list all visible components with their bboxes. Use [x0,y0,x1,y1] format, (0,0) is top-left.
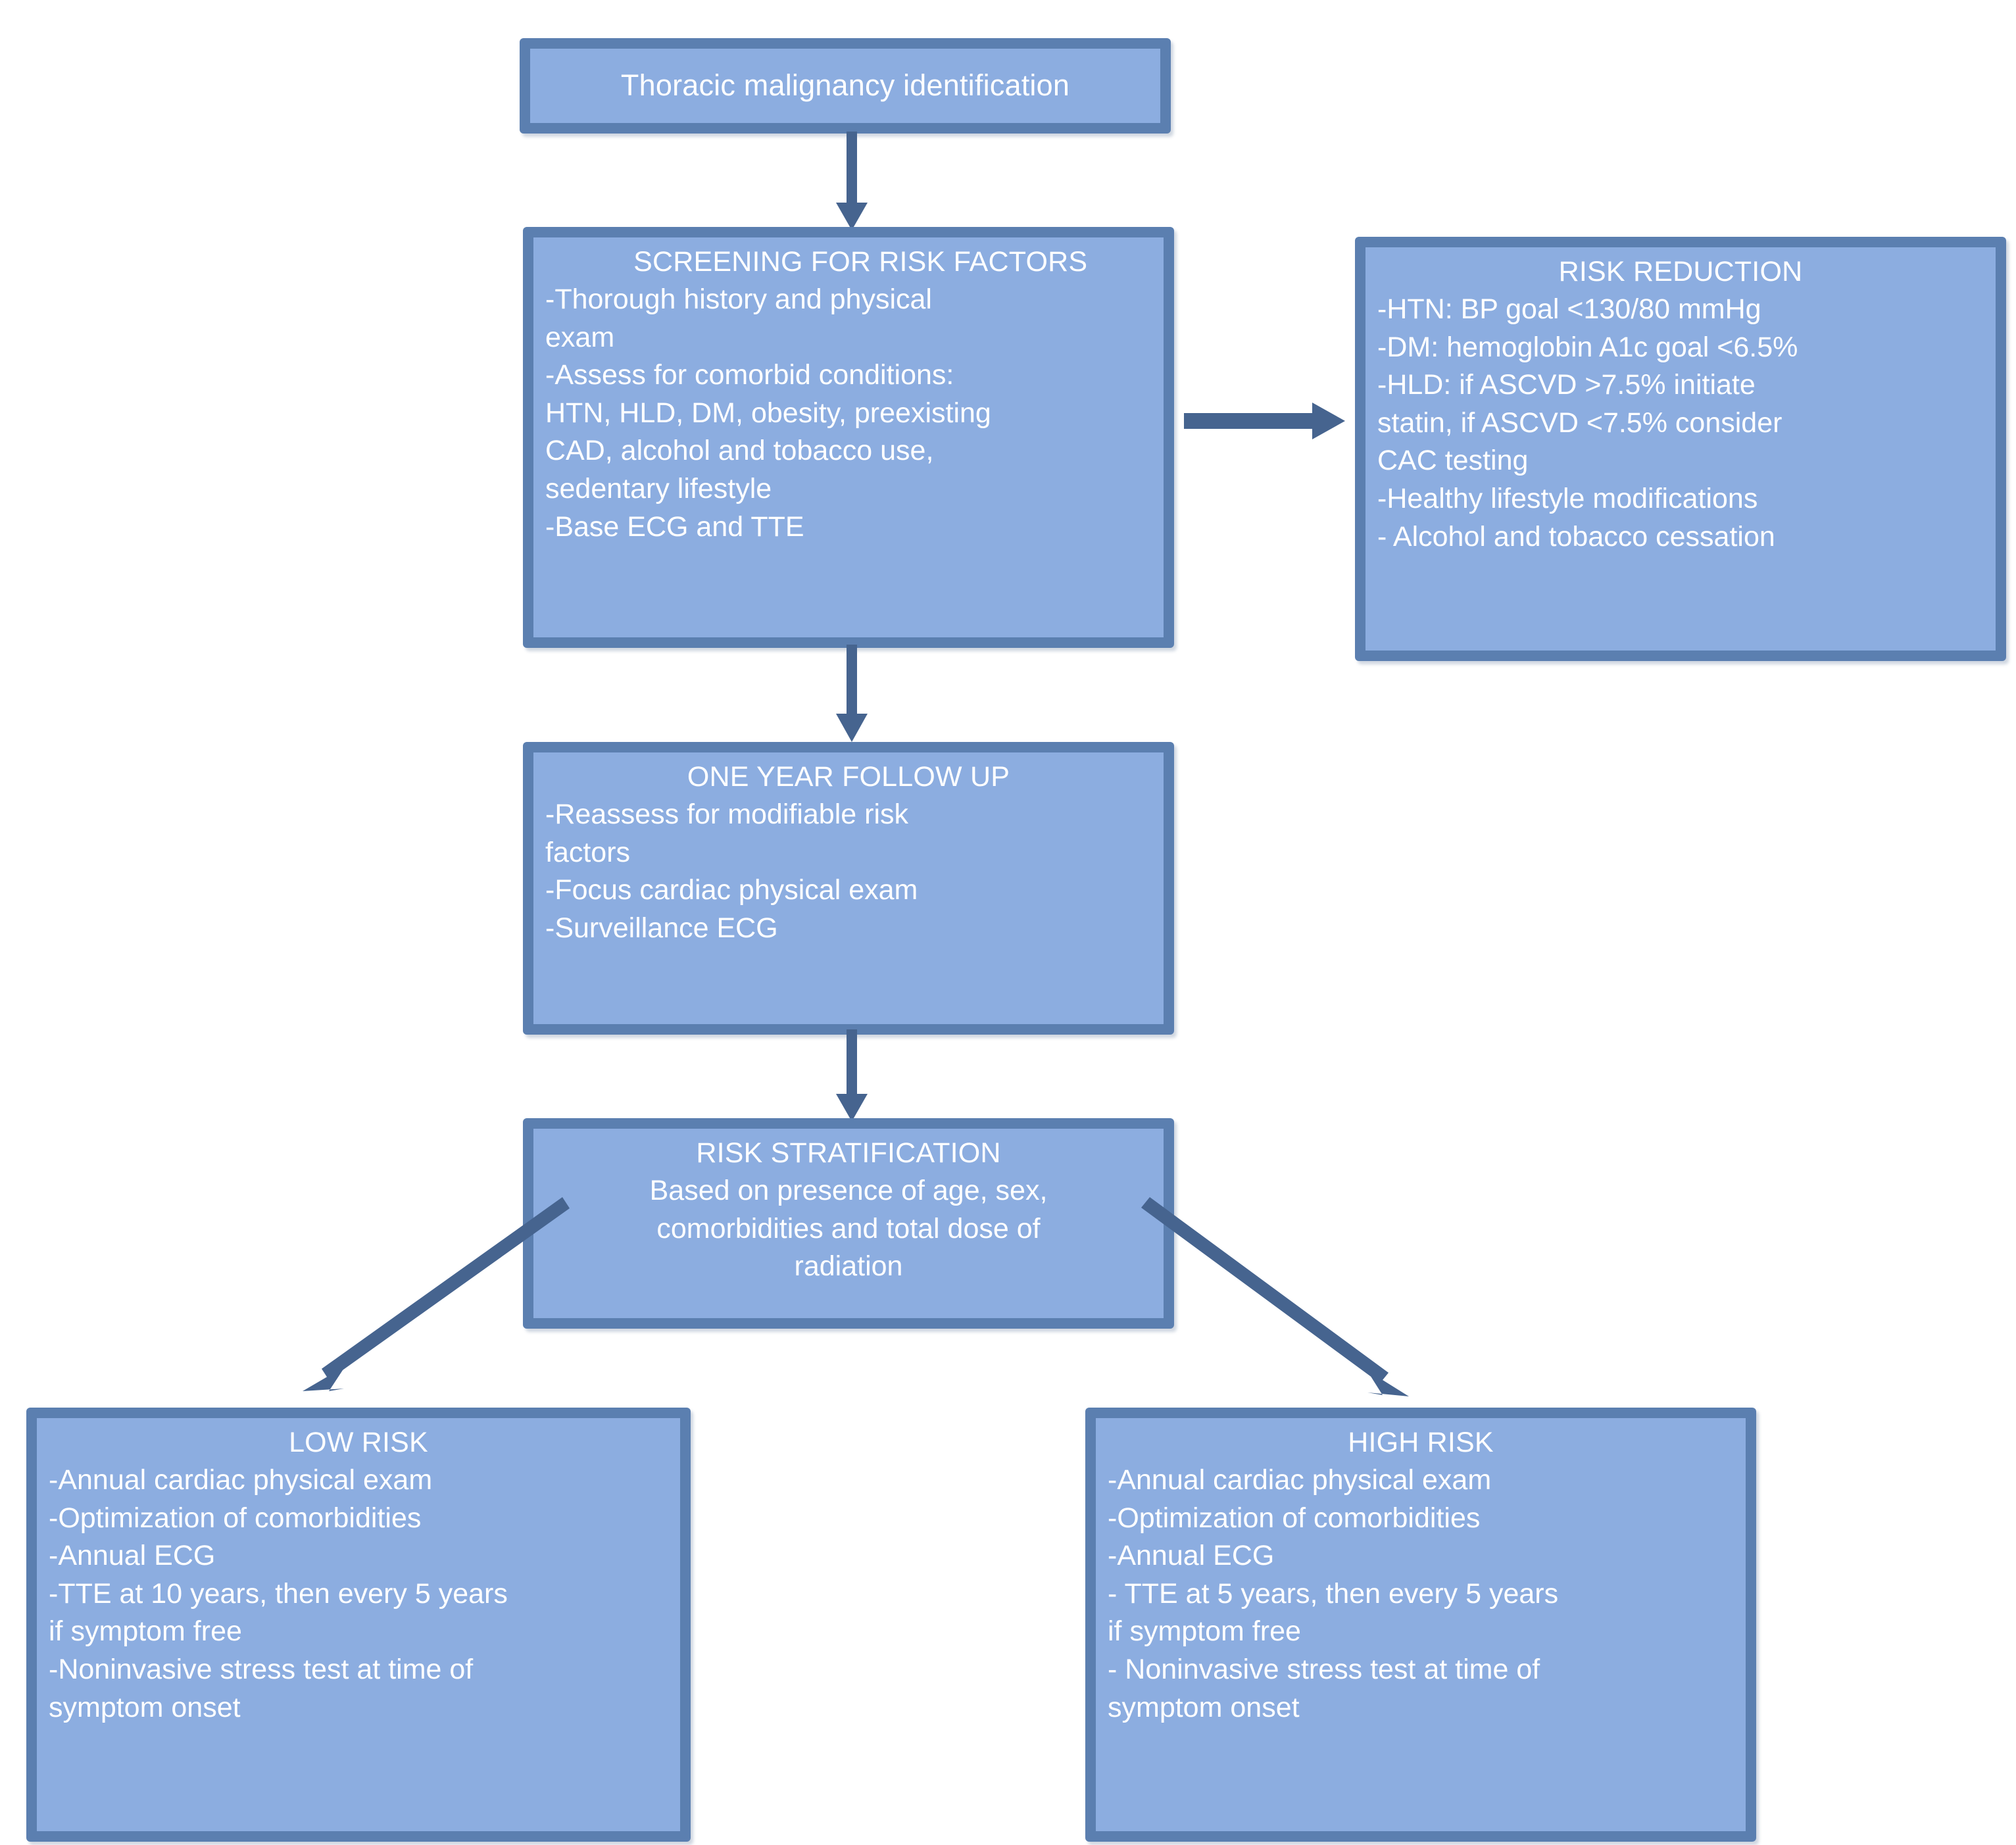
node-line: statin, if ASCVD <7.5% consider [1377,406,1782,439]
arrow-one-year-to-risk-stratification [836,1029,868,1121]
node-line: -Healthy lifestyle modifications [1377,482,1758,514]
node-title: HIGH RISK [1348,1427,1494,1458]
node-line: - TTE at 5 years, then every 5 years [1108,1577,1559,1610]
node-line: -Reassess for modifiable risk [545,798,909,830]
node-low-risk: LOW RISK -Annual cardiac physical exam -… [26,1408,691,1842]
node-body: SCREENING FOR RISK FACTORS -Thorough his… [533,237,1164,637]
arrow-screening-to-risk-reduction [1184,403,1345,439]
node-line: CAC testing [1377,445,1529,477]
node-line: -Focus cardiac physical exam [545,874,918,906]
node-line: -HLD: if ASCVD >7.5% initiate [1377,369,1756,401]
arrow-thoracic-to-screening [836,132,868,230]
node-high-risk: HIGH RISK -Annual cardiac physical exam … [1085,1408,1756,1842]
node-one-year-follow-up: ONE YEAR FOLLOW UP -Reassess for modifia… [523,742,1174,1035]
node-line: -Annual cardiac physical exam [1108,1464,1492,1496]
node-thoracic-malignancy-identification: Thoracic malignancy identification [520,38,1171,134]
node-title: ONE YEAR FOLLOW UP [687,761,1010,793]
node-line: -Assess for comorbid conditions: [545,359,954,391]
arrow-risk-stratification-to-high-risk [1141,1197,1409,1396]
node-title: LOW RISK [289,1427,428,1458]
arrow-risk-stratification-to-low-risk [303,1197,570,1391]
node-body: Thoracic malignancy identification [530,49,1160,123]
node-title: RISK REDUCTION [1558,256,1803,287]
node-line: HTN, HLD, DM, obesity, preexisting [545,397,991,429]
node-body: RISK REDUCTION -HTN: BP goal <130/80 mmH… [1365,247,1996,651]
node-line: - Alcohol and tobacco cessation [1377,520,1775,553]
node-line: if symptom free [1108,1615,1301,1648]
node-line: -Annual ECG [1108,1540,1275,1572]
node-line: CAD, alcohol and tobacco use, [545,435,934,467]
node-body: RISK STRATIFICATION Based on presence of… [533,1129,1164,1318]
node-line: -Base ECG and TTE [545,510,804,543]
node-line: sedentary lifestyle [545,472,772,504]
node-screening-for-risk-factors: SCREENING FOR RISK FACTORS -Thorough his… [523,227,1174,648]
node-title: Thoracic malignancy identification [620,68,1070,103]
node-risk-reduction: RISK REDUCTION -HTN: BP goal <130/80 mmH… [1355,237,2006,661]
node-risk-stratification: RISK STRATIFICATION Based on presence of… [523,1118,1174,1329]
arrow-screening-to-one-year-follow-up [836,645,868,742]
node-line: radiation [794,1250,903,1283]
node-title: RISK STRATIFICATION [696,1137,1001,1169]
node-line: -Surveillance ECG [545,912,778,944]
node-line: Based on presence of age, sex, [649,1174,1048,1206]
node-line: -Optimization of comorbidities [49,1502,422,1534]
node-line: - Noninvasive stress test at time of [1108,1653,1540,1685]
node-line: -DM: hemoglobin A1c goal <6.5% [1377,331,1798,363]
node-title: SCREENING FOR RISK FACTORS [609,246,1088,278]
node-line: -Optimization of comorbidities [1108,1502,1481,1534]
node-line: -HTN: BP goal <130/80 mmHg [1377,293,1761,325]
node-line: -Annual ECG [49,1540,216,1572]
node-line: symptom onset [49,1691,241,1723]
node-line: comorbidities and total dose of [656,1212,1041,1244]
node-body: HIGH RISK -Annual cardiac physical exam … [1096,1418,1746,1831]
node-line: if symptom free [49,1615,242,1648]
node-line: -TTE at 10 years, then every 5 years [49,1577,508,1610]
node-line: -Annual cardiac physical exam [49,1464,433,1496]
node-body: LOW RISK -Annual cardiac physical exam -… [37,1418,680,1831]
node-line: -Thorough history and physical [545,283,932,315]
node-line: factors [545,836,631,868]
node-body: ONE YEAR FOLLOW UP -Reassess for modifia… [533,752,1164,1024]
node-line: symptom onset [1108,1691,1300,1723]
node-line: -Noninvasive stress test at time of [49,1653,474,1685]
node-line: exam [545,321,615,353]
